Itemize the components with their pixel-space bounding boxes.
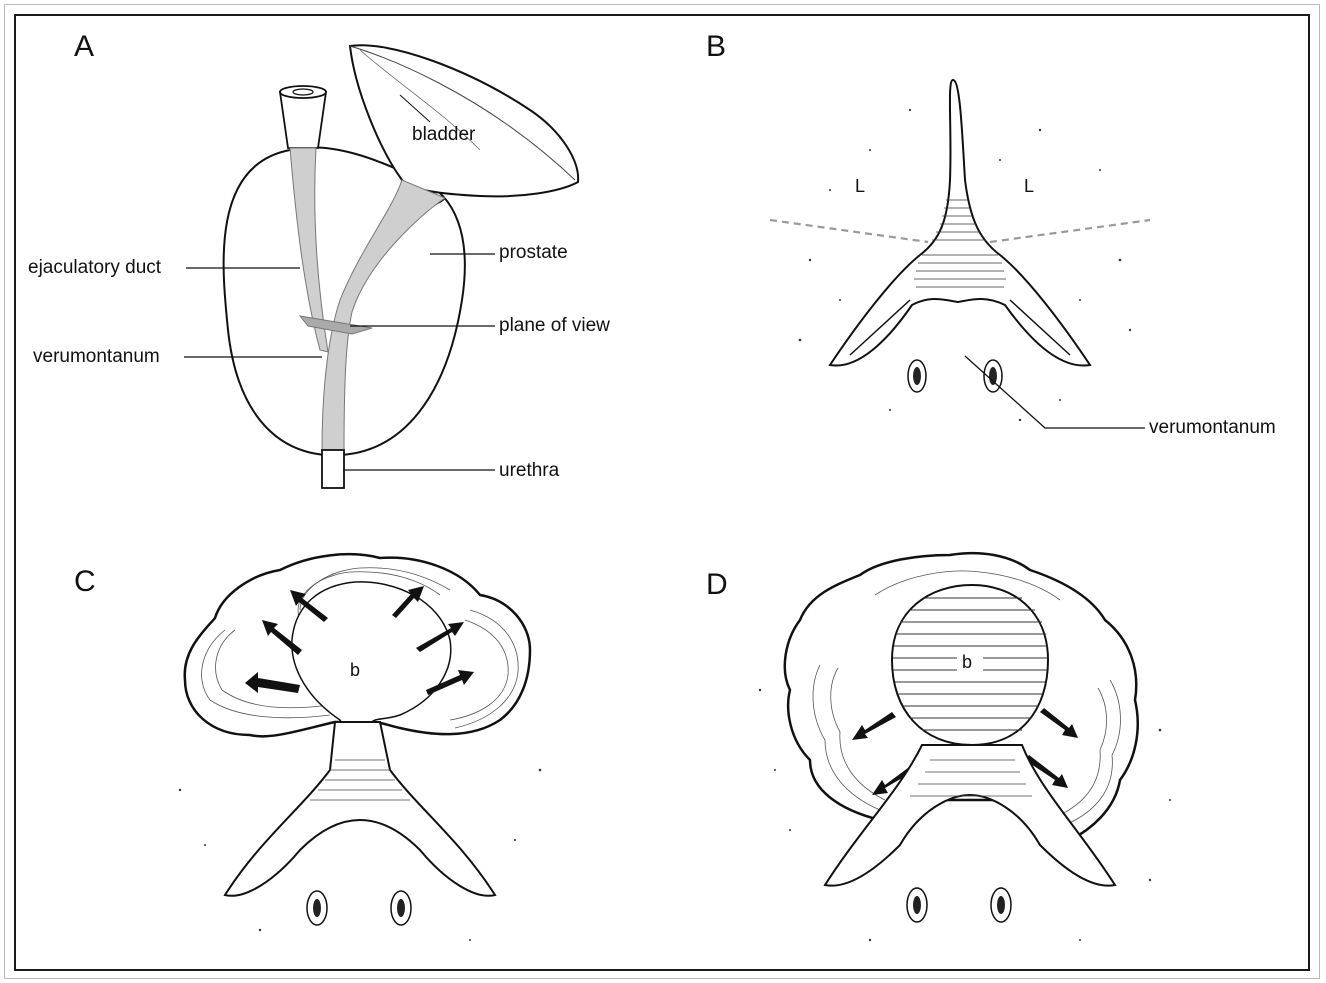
lobe-label-left: L [855,176,865,196]
lumen-label-d: b [962,652,972,672]
urethra-label: urethra [499,460,560,481]
panel-c-diagram: b [0,500,660,970]
bladder-label: bladder [412,124,476,145]
lobe-label-right: L [1024,176,1034,196]
panel-d-diagram: b [660,500,1320,970]
lumen-label-c: b [350,660,360,680]
urethral-lumen-b [830,80,1090,366]
panel-b-diagram: L L verumontanum [660,0,1320,500]
plane-of-view-label: plane of view [499,315,610,336]
urethra-tube [322,450,344,488]
prostate-label: prostate [499,242,568,263]
ejaculatory-duct-label: ejaculatory duct [28,257,162,278]
panel-a-diagram: bladder prostate ejaculatory duct plane … [0,0,660,500]
verumontanum-label-b: verumontanum [1149,417,1276,438]
verumontanum-label-a: verumontanum [33,346,160,367]
